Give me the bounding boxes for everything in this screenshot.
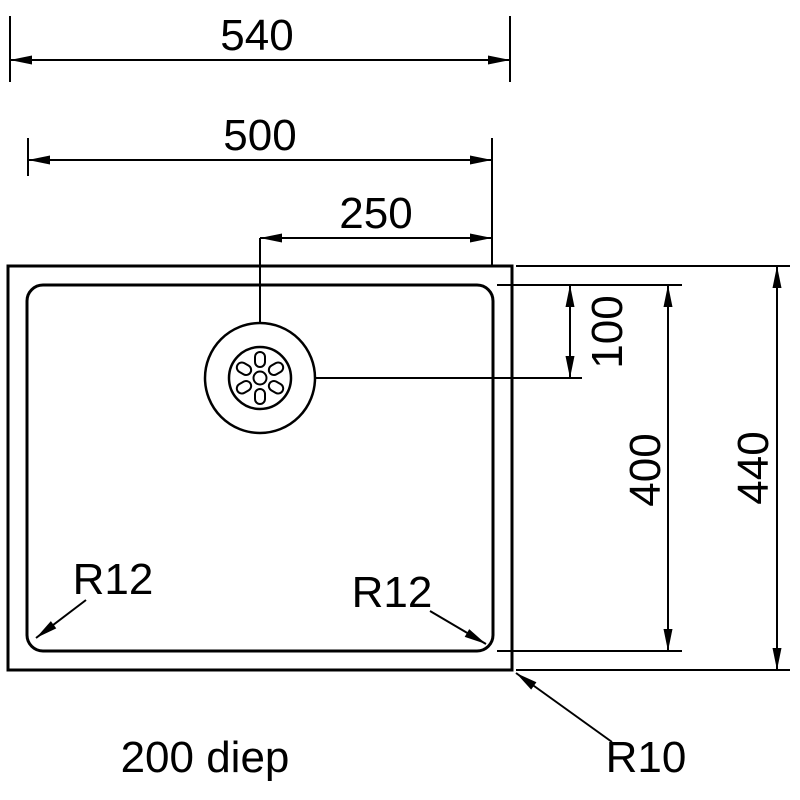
- drain-slot: [267, 380, 285, 395]
- sink-outer-outline: [6, 264, 514, 672]
- radius-label-bowl-left: R12: [73, 555, 154, 604]
- arrowhead: [464, 629, 486, 644]
- drain-slot: [235, 380, 253, 395]
- arrowhead: [663, 285, 673, 307]
- drain-slot: [267, 361, 285, 376]
- arrowhead: [772, 648, 782, 670]
- dim-inner-height-label: 400: [621, 433, 670, 506]
- arrowhead: [470, 155, 492, 165]
- arrowhead: [772, 266, 782, 288]
- arrowhead: [36, 621, 57, 638]
- arrowhead: [470, 233, 492, 243]
- arrowhead: [10, 55, 32, 65]
- arrowhead: [663, 629, 673, 651]
- depth-label: 200 diep: [121, 733, 290, 782]
- drain-strainer-slots: [235, 351, 285, 405]
- dim-inner-width-label: 500: [223, 111, 296, 160]
- drain-slot: [254, 388, 266, 405]
- dim-drain-offset-label: 250: [339, 189, 412, 238]
- arrowhead: [565, 285, 575, 307]
- drain-slot: [235, 361, 253, 376]
- arrowhead: [516, 673, 537, 690]
- drain-outer-circle: [203, 321, 317, 435]
- dim-drain-top-offset-label: 100: [583, 295, 632, 368]
- dim-outer-width-label: 540: [220, 11, 293, 60]
- arrowheads: [10, 55, 782, 690]
- drain-slot: [254, 351, 266, 368]
- radius-label-outer-corner: R10: [606, 733, 687, 782]
- arrowhead: [488, 55, 510, 65]
- dimension-lines: [9, 16, 790, 743]
- dim-outer-height-label: 440: [729, 431, 778, 504]
- drain-inner-circle: [227, 345, 293, 411]
- radius-label-bowl-right: R12: [352, 568, 433, 617]
- arrowhead: [260, 233, 282, 243]
- arrowhead: [565, 356, 575, 378]
- arrowhead: [28, 155, 50, 165]
- drain-center-hole: [252, 370, 268, 386]
